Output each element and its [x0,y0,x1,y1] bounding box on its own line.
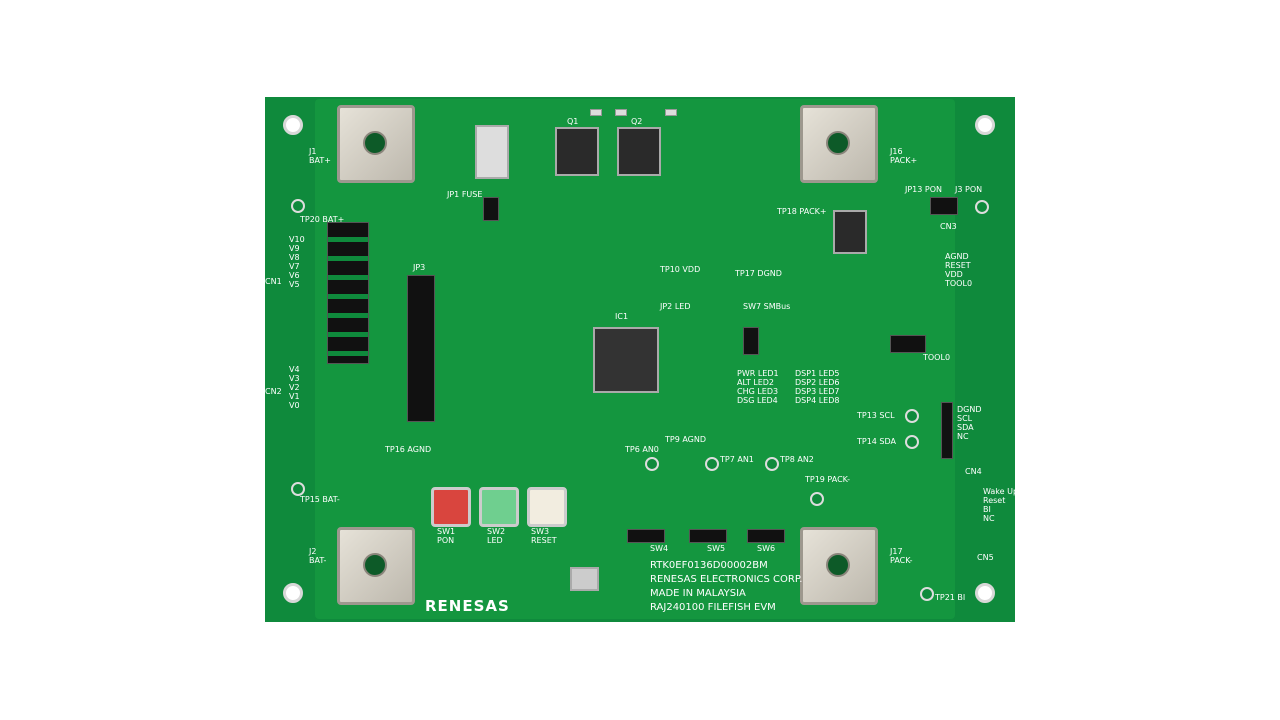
sw4-label: SW4 [650,544,669,553]
cn4-pins: DGND SCL SDA NC [957,405,982,441]
tp10-label: TP10 VDD [660,265,701,274]
sw5-label: SW5 [707,544,726,553]
led-labels-left: PWR LED1 ALT LED2 CHG LED3 DSG LED4 [737,369,779,405]
terminal-j16 [800,105,878,183]
capacitor [615,109,627,116]
jp3-label: JP3 [413,263,426,272]
cn5-label: CN5 [977,553,994,562]
terminal-j1 [337,105,415,183]
sw6-label: SW6 [757,544,776,553]
mosfet-q2 [617,127,661,176]
switch-sw7[interactable] [743,327,759,355]
j3-label: J3 PON [955,185,983,194]
switch-sw1-pon[interactable] [431,487,471,527]
cn5-pins: Wake Up Reset BI NC [983,487,1019,523]
ic1-label: IC1 [615,312,629,321]
jp1-label: JP1 FUSE [447,190,483,199]
led-labels-right: DSP1 LED5 DSP2 LED6 DSP3 LED7 DSP4 LED8 [795,369,840,405]
cn1-voltage-labels: V10 V9 V8 V7 V6 V5 [289,235,305,289]
sw2-label: SW2 LED [487,527,506,545]
tp8-label: TP8 AN2 [780,455,814,464]
switch-sw3-reset[interactable] [527,487,567,527]
tp13-label: TP13 SCL [857,411,895,420]
part-number: RTK0EF0136D00002BM [650,560,768,571]
jumper-header-jp3[interactable] [407,275,435,422]
jumper-sw5[interactable] [689,529,727,543]
jp2-label: JP2 LED [660,302,691,311]
test-point-tp19[interactable] [810,492,824,506]
tp6-label: TP6 AN0 [625,445,659,454]
jumper-sw6[interactable] [747,529,785,543]
cn1-label: CN1 [265,277,282,286]
tp15-label: TP15 BAT- [300,495,340,504]
tp20-label: TP20 BAT+ [300,215,345,224]
mosfet-q1 [555,127,599,176]
q2-label: Q2 [631,117,643,126]
origin: MADE IN MALAYSIA [650,588,746,599]
inductor [833,210,867,254]
jumper-jp1[interactable] [483,197,499,221]
tp16-label: TP16 AGND [385,445,432,454]
terminal-j2 [337,527,415,605]
cn2-voltage-labels: V4 V3 V2 V1 V0 [289,365,300,410]
test-point-tp14[interactable] [905,435,919,449]
test-point-tp8[interactable] [765,457,779,471]
jp13-label: JP13 PON [905,185,943,194]
tp9-label: TP9 AGND [665,435,707,444]
ic1-microcontroller [593,327,659,393]
fuse-f1 [475,125,509,179]
tp14-label: TP14 SDA [857,437,897,446]
mount-hole [975,115,995,135]
jumper-jp13[interactable] [930,197,958,215]
terminal-j17-label: J17 PACK- [890,547,913,565]
tp7-label: TP7 AN1 [720,455,754,464]
mount-hole [283,115,303,135]
cn2-label: CN2 [265,387,282,396]
test-point-tp15[interactable] [291,482,305,496]
test-point-tp20[interactable] [291,199,305,213]
tp17-label: TP17 DGND [735,269,782,278]
cn3-pins: AGND RESET VDD TOOL0 [945,252,973,288]
switch-sw2-led[interactable] [479,487,519,527]
sw3-label: SW3 RESET [531,527,557,545]
manufacturer: RENESAS ELECTRONICS CORP. [650,574,803,585]
test-point-tp21[interactable] [920,587,934,601]
test-point-j3[interactable] [975,200,989,214]
terminal-j16-label: J16 PACK+ [890,147,918,165]
renesas-logo: RENESAS [425,597,510,615]
cn3-label: CN3 [940,222,957,231]
terminal-j17 [800,527,878,605]
jumper-tool0[interactable] [890,335,926,353]
test-point-tp13[interactable] [905,409,919,423]
terminal-j1-label: J1 BAT+ [309,147,331,165]
resistor [665,109,677,116]
board-text-block: RTK0EF0136D00002BM RENESAS ELECTRONICS CO… [650,559,802,615]
tp19-label: TP19 PACK- [805,475,850,484]
test-point-tp6[interactable] [645,457,659,471]
sw1-label: SW1 PON [437,527,456,545]
board-name: RAJ240100 FILEFISH EVM [650,602,776,613]
pcb-board: J1 BAT+ J16 PACK+ J2 BAT- J17 PACK- Q1 Q… [265,97,1019,622]
q1-label: Q1 [567,117,579,126]
tp21-label: TP21 BI [935,593,966,602]
test-point-tp7[interactable] [705,457,719,471]
jumper-sw4[interactable] [627,529,665,543]
jumper-header-cn1[interactable] [327,222,369,364]
terminal-j2-label: J2 BAT- [309,547,327,565]
cn4-label: CN4 [965,467,982,476]
tool0-label: TOOL0 [923,353,951,362]
sw7-label: SW7 SMBus [743,302,791,311]
capacitor [590,109,602,116]
tp18-label: TP18 PACK+ [777,207,827,216]
mount-hole [283,583,303,603]
connector-cn4[interactable] [941,402,953,459]
mount-hole [975,583,995,603]
resistor-r1 [570,567,599,591]
